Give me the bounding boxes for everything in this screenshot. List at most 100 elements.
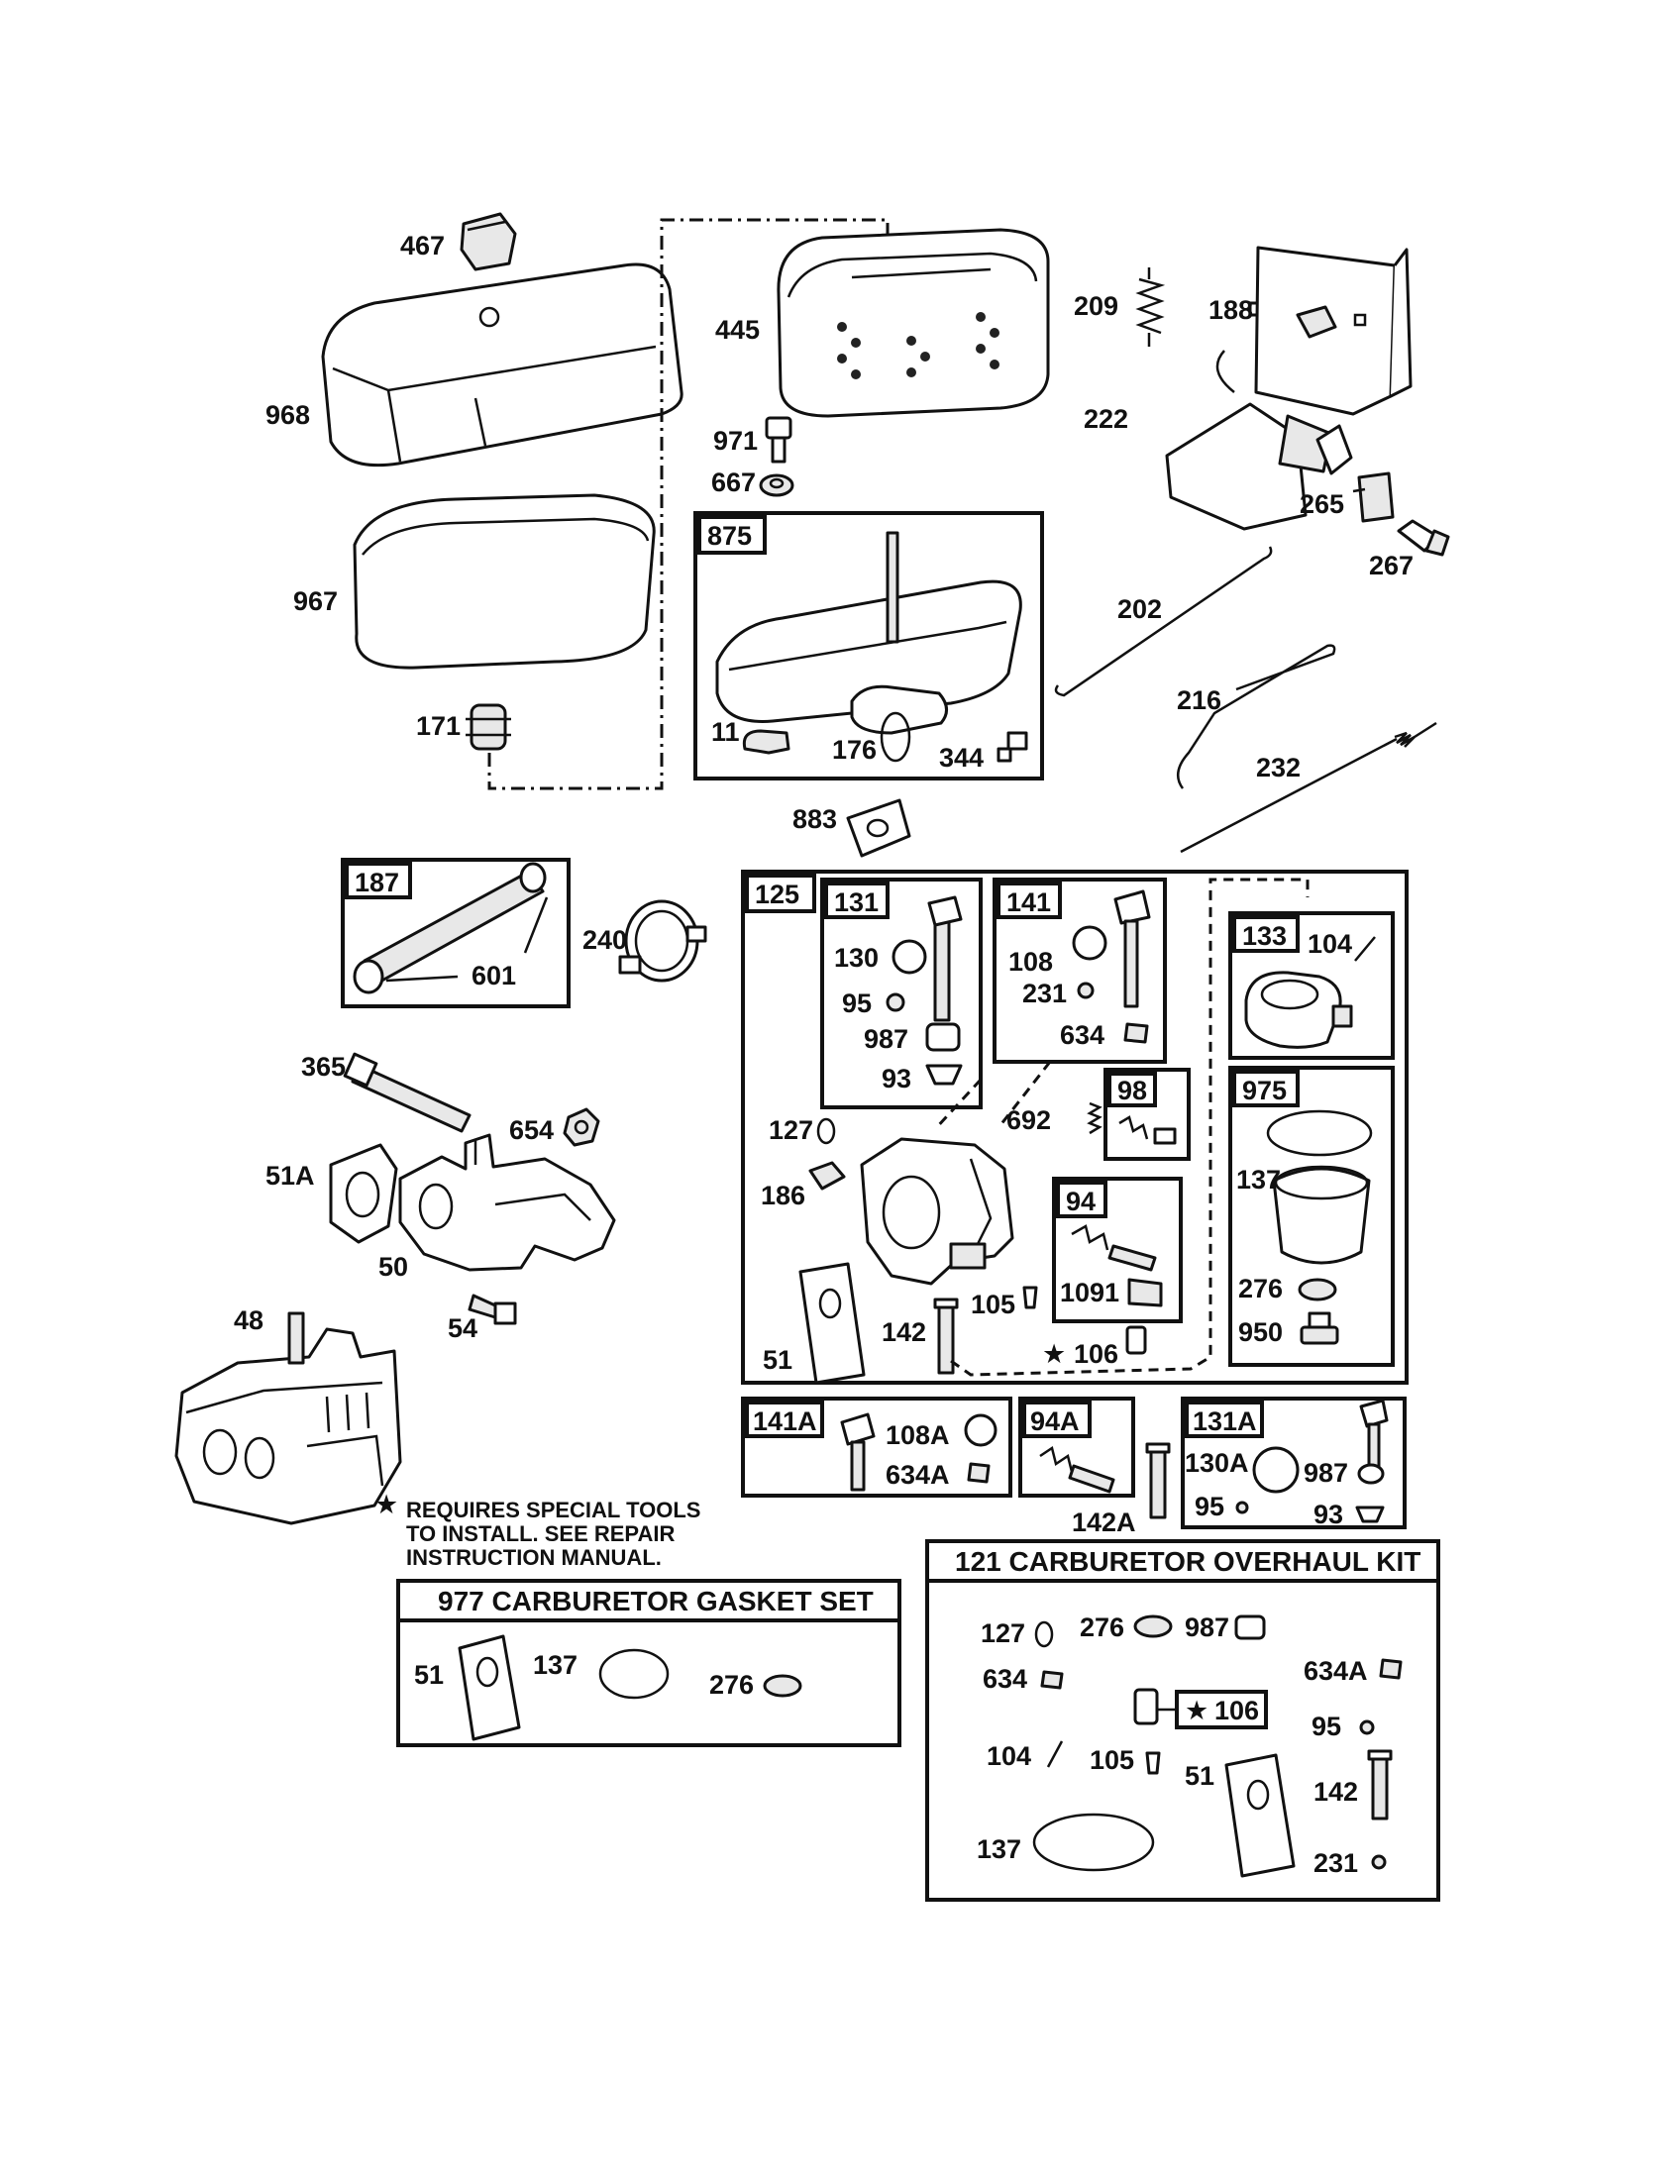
label-131A: 131A — [1193, 1406, 1257, 1436]
kit-part-634 — [1040, 1670, 1064, 1690]
label-202: 202 — [1117, 594, 1162, 624]
tab-131 — [824, 882, 890, 919]
kit-part-987 — [1234, 1614, 1266, 1640]
part-950-bolt — [1300, 1311, 1339, 1345]
overhaul-kit-title: 121 CARBURETOR OVERHAUL KIT — [955, 1546, 1420, 1577]
tab-94A — [1022, 1401, 1092, 1438]
label-94A: 94A — [1030, 1406, 1080, 1436]
part-104-pin — [1354, 936, 1376, 962]
kit-part-95 — [1359, 1719, 1375, 1735]
part-141A-needle — [840, 1412, 876, 1492]
box-141A — [741, 1397, 1012, 1498]
tab-875 — [697, 515, 767, 555]
note-star: ★ — [374, 1490, 398, 1519]
tab-131A — [1185, 1401, 1264, 1438]
tab-125 — [745, 874, 816, 913]
part-131-needle — [927, 895, 963, 1022]
part-94A-jet — [1039, 1445, 1115, 1494]
part-50-intake-manifold — [398, 1133, 616, 1272]
part-142A-tube — [1145, 1442, 1171, 1519]
part-carburetor-body — [860, 1137, 1014, 1286]
label-95: 95 — [842, 988, 872, 1018]
leader-141-carb — [998, 1061, 1052, 1126]
kit-label-104: 104 — [987, 1741, 1031, 1771]
part-267-screw — [1397, 519, 1450, 557]
part-692-spring — [1087, 1101, 1102, 1135]
label-125: 125 — [755, 880, 799, 909]
label-667: 667 — [711, 468, 756, 497]
label-142: 142 — [882, 1317, 926, 1347]
label-141: 141 — [1006, 887, 1051, 917]
part-93-seal — [925, 1064, 963, 1086]
tab-94 — [1056, 1181, 1107, 1218]
label-93: 93 — [882, 1064, 911, 1093]
label-48: 48 — [234, 1305, 263, 1335]
part-634-clip — [1123, 1022, 1149, 1044]
kit-part-231 — [1371, 1854, 1387, 1870]
label-171: 171 — [416, 711, 461, 741]
box-187 — [341, 858, 571, 1008]
kit-part-106 — [1133, 1688, 1159, 1725]
label-98: 98 — [1117, 1076, 1147, 1105]
part-130-plate — [892, 939, 927, 975]
kit-part-51 — [1224, 1753, 1296, 1878]
kit-part-105 — [1145, 1751, 1161, 1775]
box-141 — [993, 878, 1167, 1064]
part-137-oring — [1266, 1109, 1373, 1157]
special-tools-note: ★ REQUIRES SPECIAL TOOLS TO INSTALL. SEE… — [374, 1490, 700, 1570]
label-176: 176 — [832, 735, 877, 765]
box-975 — [1228, 1066, 1395, 1367]
part-971-bolt — [765, 416, 792, 464]
part-209-spring — [1135, 267, 1166, 347]
label-987b: 987 — [1304, 1458, 1348, 1488]
kit-part-634A — [1379, 1658, 1403, 1680]
label-692: 692 — [1006, 1105, 1051, 1135]
label-231: 231 — [1022, 979, 1067, 1008]
label-54: 54 — [448, 1313, 477, 1343]
part-51-gasket — [798, 1262, 866, 1385]
part-667-nut — [759, 473, 794, 497]
kit-part-127 — [1034, 1620, 1054, 1648]
label-216: 216 — [1177, 685, 1221, 715]
label-131: 131 — [834, 887, 879, 917]
part-105-needle — [1022, 1286, 1038, 1309]
label-188: 188 — [1208, 295, 1253, 325]
part-232-spring-link — [1180, 721, 1437, 854]
part-975-bowl — [1272, 1165, 1371, 1265]
part-265-clip — [1352, 471, 1395, 523]
gasket-part-137 — [598, 1648, 670, 1700]
kit-label-106: 106 — [1214, 1696, 1259, 1725]
kit-label-51: 51 — [1185, 1761, 1214, 1791]
kit-part-137 — [1032, 1813, 1155, 1872]
label-365: 365 — [301, 1052, 346, 1082]
part-48-engine-block — [174, 1311, 402, 1525]
label-94: 94 — [1066, 1187, 1096, 1216]
label-187: 187 — [355, 868, 399, 897]
part-467-knob — [460, 212, 517, 271]
part-171-grommet — [466, 703, 511, 751]
label-133: 133 — [1242, 921, 1287, 951]
label-950: 950 — [1238, 1317, 1283, 1347]
label-141A: 141A — [753, 1406, 817, 1436]
part-54-screw — [468, 1294, 517, 1325]
box-94 — [1052, 1177, 1183, 1323]
label-142A: 142A — [1072, 1508, 1136, 1537]
part-634A-clip — [967, 1462, 991, 1484]
part-133-float — [1244, 971, 1353, 1049]
part-875-base — [715, 531, 1022, 735]
kit-label-276: 276 — [1080, 1612, 1124, 1642]
label-883: 883 — [792, 804, 837, 834]
part-127-plug — [816, 1117, 836, 1145]
part-108A-plate — [964, 1413, 998, 1447]
label-108: 108 — [1008, 947, 1053, 977]
part-222-control-bracket — [1165, 246, 1413, 531]
label-130: 130 — [834, 943, 879, 973]
part-11-elbow — [742, 729, 790, 755]
part-365-stud — [343, 1052, 472, 1133]
box-875 — [693, 511, 1044, 780]
label-105: 105 — [971, 1290, 1015, 1319]
leader-131-carb — [933, 1078, 983, 1131]
part-654-nut — [563, 1107, 600, 1147]
